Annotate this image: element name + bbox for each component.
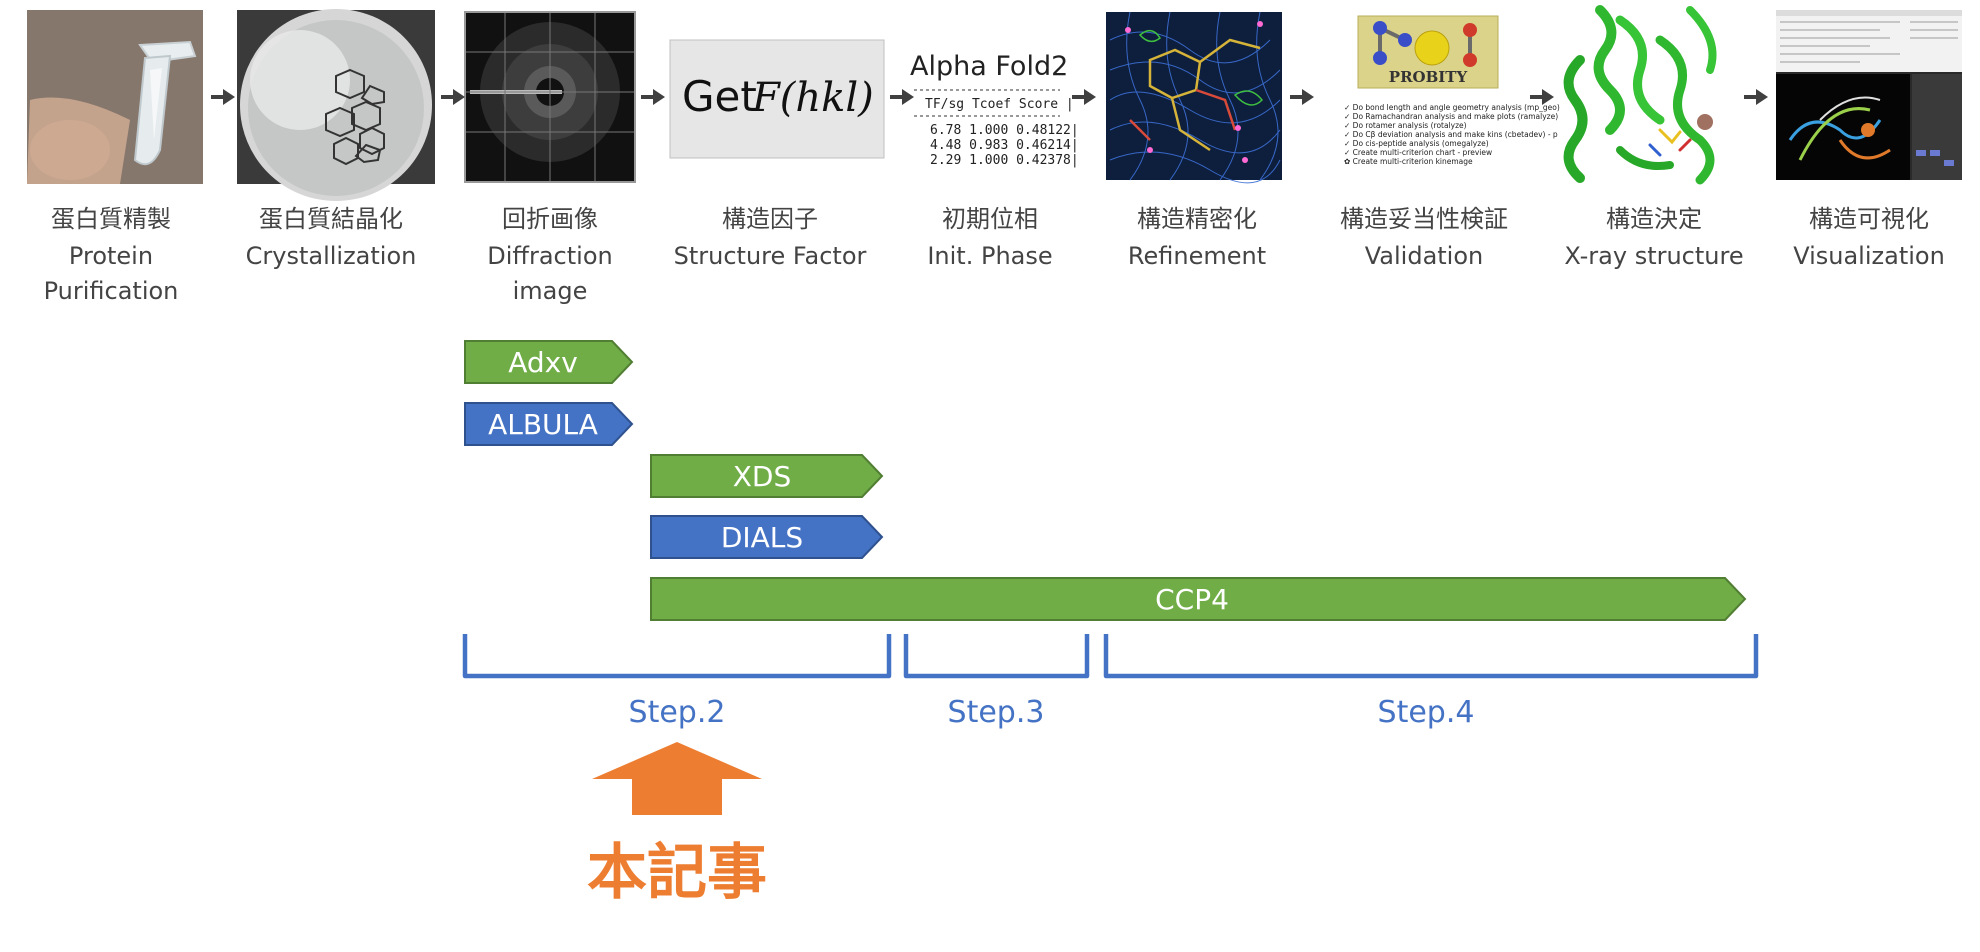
molprobity-item: ✓ Do rotamer analysis (rotalyze) xyxy=(1344,121,1467,130)
step-label-en: Structure Factor xyxy=(674,242,867,270)
molprobity-item: ✿ Create multi-criterion kinemage xyxy=(1344,157,1473,166)
step-label-ja: 蛋白質精製 xyxy=(51,205,171,233)
molprobity-panel: PROBITY ✓ Do bond length and angle geome… xyxy=(1344,15,1560,166)
tool-label: ALBULA xyxy=(488,408,598,441)
step-label-en: X-ray structure xyxy=(1564,242,1743,270)
step-label-en: Visualization xyxy=(1793,242,1945,270)
bracket-step2 xyxy=(462,634,892,679)
protein-tube-photo xyxy=(27,10,203,184)
step-brackets xyxy=(462,634,1759,679)
step-label-en: Diffraction xyxy=(487,242,612,270)
tool-xds: XDS xyxy=(650,454,884,498)
molprobity-item: ✓ Create multi-criterion chart - preview xyxy=(1344,148,1492,157)
tool-adxv: Adxv xyxy=(464,340,634,384)
bracket-step4 xyxy=(1103,634,1759,679)
molprobity-item: ✓ Do Ramachandran analysis and make plot… xyxy=(1344,112,1558,121)
step-label-ja: 構造妥当性検証 xyxy=(1340,205,1508,233)
alphafold-row: 4.48 0.983 0.46214| xyxy=(930,138,1079,153)
tool-label: CCP4 xyxy=(1155,583,1229,616)
xray-structure-ribbon xyxy=(1563,5,1717,185)
tool-bars: Adxv ALBULA XDS DIALS CCP4 xyxy=(464,340,1747,621)
alphafold-panel: Alpha Fold2 TF/sg Tcoef Score | 6.78 1.0… xyxy=(910,51,1079,168)
step4-label: Step.4 xyxy=(1378,695,1475,730)
arrow-icon xyxy=(211,89,235,105)
diffraction-image xyxy=(464,11,636,183)
tool-label: Adxv xyxy=(508,346,578,379)
arrow-icon xyxy=(641,89,665,105)
tool-label: XDS xyxy=(733,460,792,493)
up-arrow-icon xyxy=(592,742,762,815)
step-label-ja: 初期位相 xyxy=(942,205,1038,233)
structure-factor-card: Get F(hkl) xyxy=(669,39,885,159)
bracket-step3 xyxy=(903,634,1090,679)
this-article-highlight: 本記事 xyxy=(587,742,767,908)
alphafold-header: TF/sg Tcoef Score | xyxy=(925,97,1074,112)
alphafold-title: Alpha Fold2 xyxy=(910,51,1068,82)
tool-dials: DIALS xyxy=(650,515,884,559)
step-label-ja: 蛋白質結晶化 xyxy=(259,205,403,233)
step-label-en: Purification xyxy=(44,277,179,305)
visualization-window xyxy=(1776,10,1962,180)
alphafold-row: 2.29 1.000 0.42378| xyxy=(930,153,1079,168)
arrow-icon xyxy=(1290,89,1314,105)
card-get-text: Get xyxy=(682,72,757,121)
step-label-en: image xyxy=(513,277,588,305)
step-captions: 蛋白質精製 Protein Purification 蛋白質結晶化 Crysta… xyxy=(44,205,1945,305)
step-label-en: Init. Phase xyxy=(927,242,1052,270)
tool-ccp4: CCP4 xyxy=(650,577,1747,621)
arrow-icon xyxy=(1530,89,1554,105)
molprobity-logo-text: PROBITY xyxy=(1389,68,1468,86)
step-label-en: Refinement xyxy=(1128,242,1266,270)
molprobity-item: ✓ Do cis-peptide analysis (omegalyze) xyxy=(1344,139,1489,148)
this-article-label: 本記事 xyxy=(587,838,767,908)
step-label-ja: 回折画像 xyxy=(502,205,598,233)
electron-density-map xyxy=(1106,11,1282,184)
flow-arrows xyxy=(211,89,1768,105)
tool-albula: ALBULA xyxy=(464,402,634,446)
step3-label: Step.3 xyxy=(948,695,1045,730)
arrow-icon xyxy=(890,89,914,105)
step-label-ja: 構造可視化 xyxy=(1809,205,1929,233)
step-label-en: Validation xyxy=(1365,242,1484,270)
arrow-icon xyxy=(1072,89,1096,105)
step2-label: Step.2 xyxy=(629,695,726,730)
arrow-icon xyxy=(1744,89,1768,105)
tool-label: DIALS xyxy=(721,521,803,554)
step-label-en: Protein xyxy=(69,242,153,270)
card-formula-text: F(hkl) xyxy=(751,75,874,121)
step-label-en: Crystallization xyxy=(246,242,417,270)
step-label-ja: 構造精密化 xyxy=(1137,205,1257,233)
molprobity-item: ✓ Do Cβ deviation analysis and make kins… xyxy=(1344,130,1558,139)
arrow-icon xyxy=(441,89,465,105)
step-label-ja: 構造決定 xyxy=(1606,205,1702,233)
crystal-photo xyxy=(237,9,435,201)
step-label-ja: 構造因子 xyxy=(722,205,818,233)
molprobity-item: ✓ Do bond length and angle geometry anal… xyxy=(1344,103,1560,112)
alphafold-row: 6.78 1.000 0.48122| xyxy=(930,123,1079,138)
